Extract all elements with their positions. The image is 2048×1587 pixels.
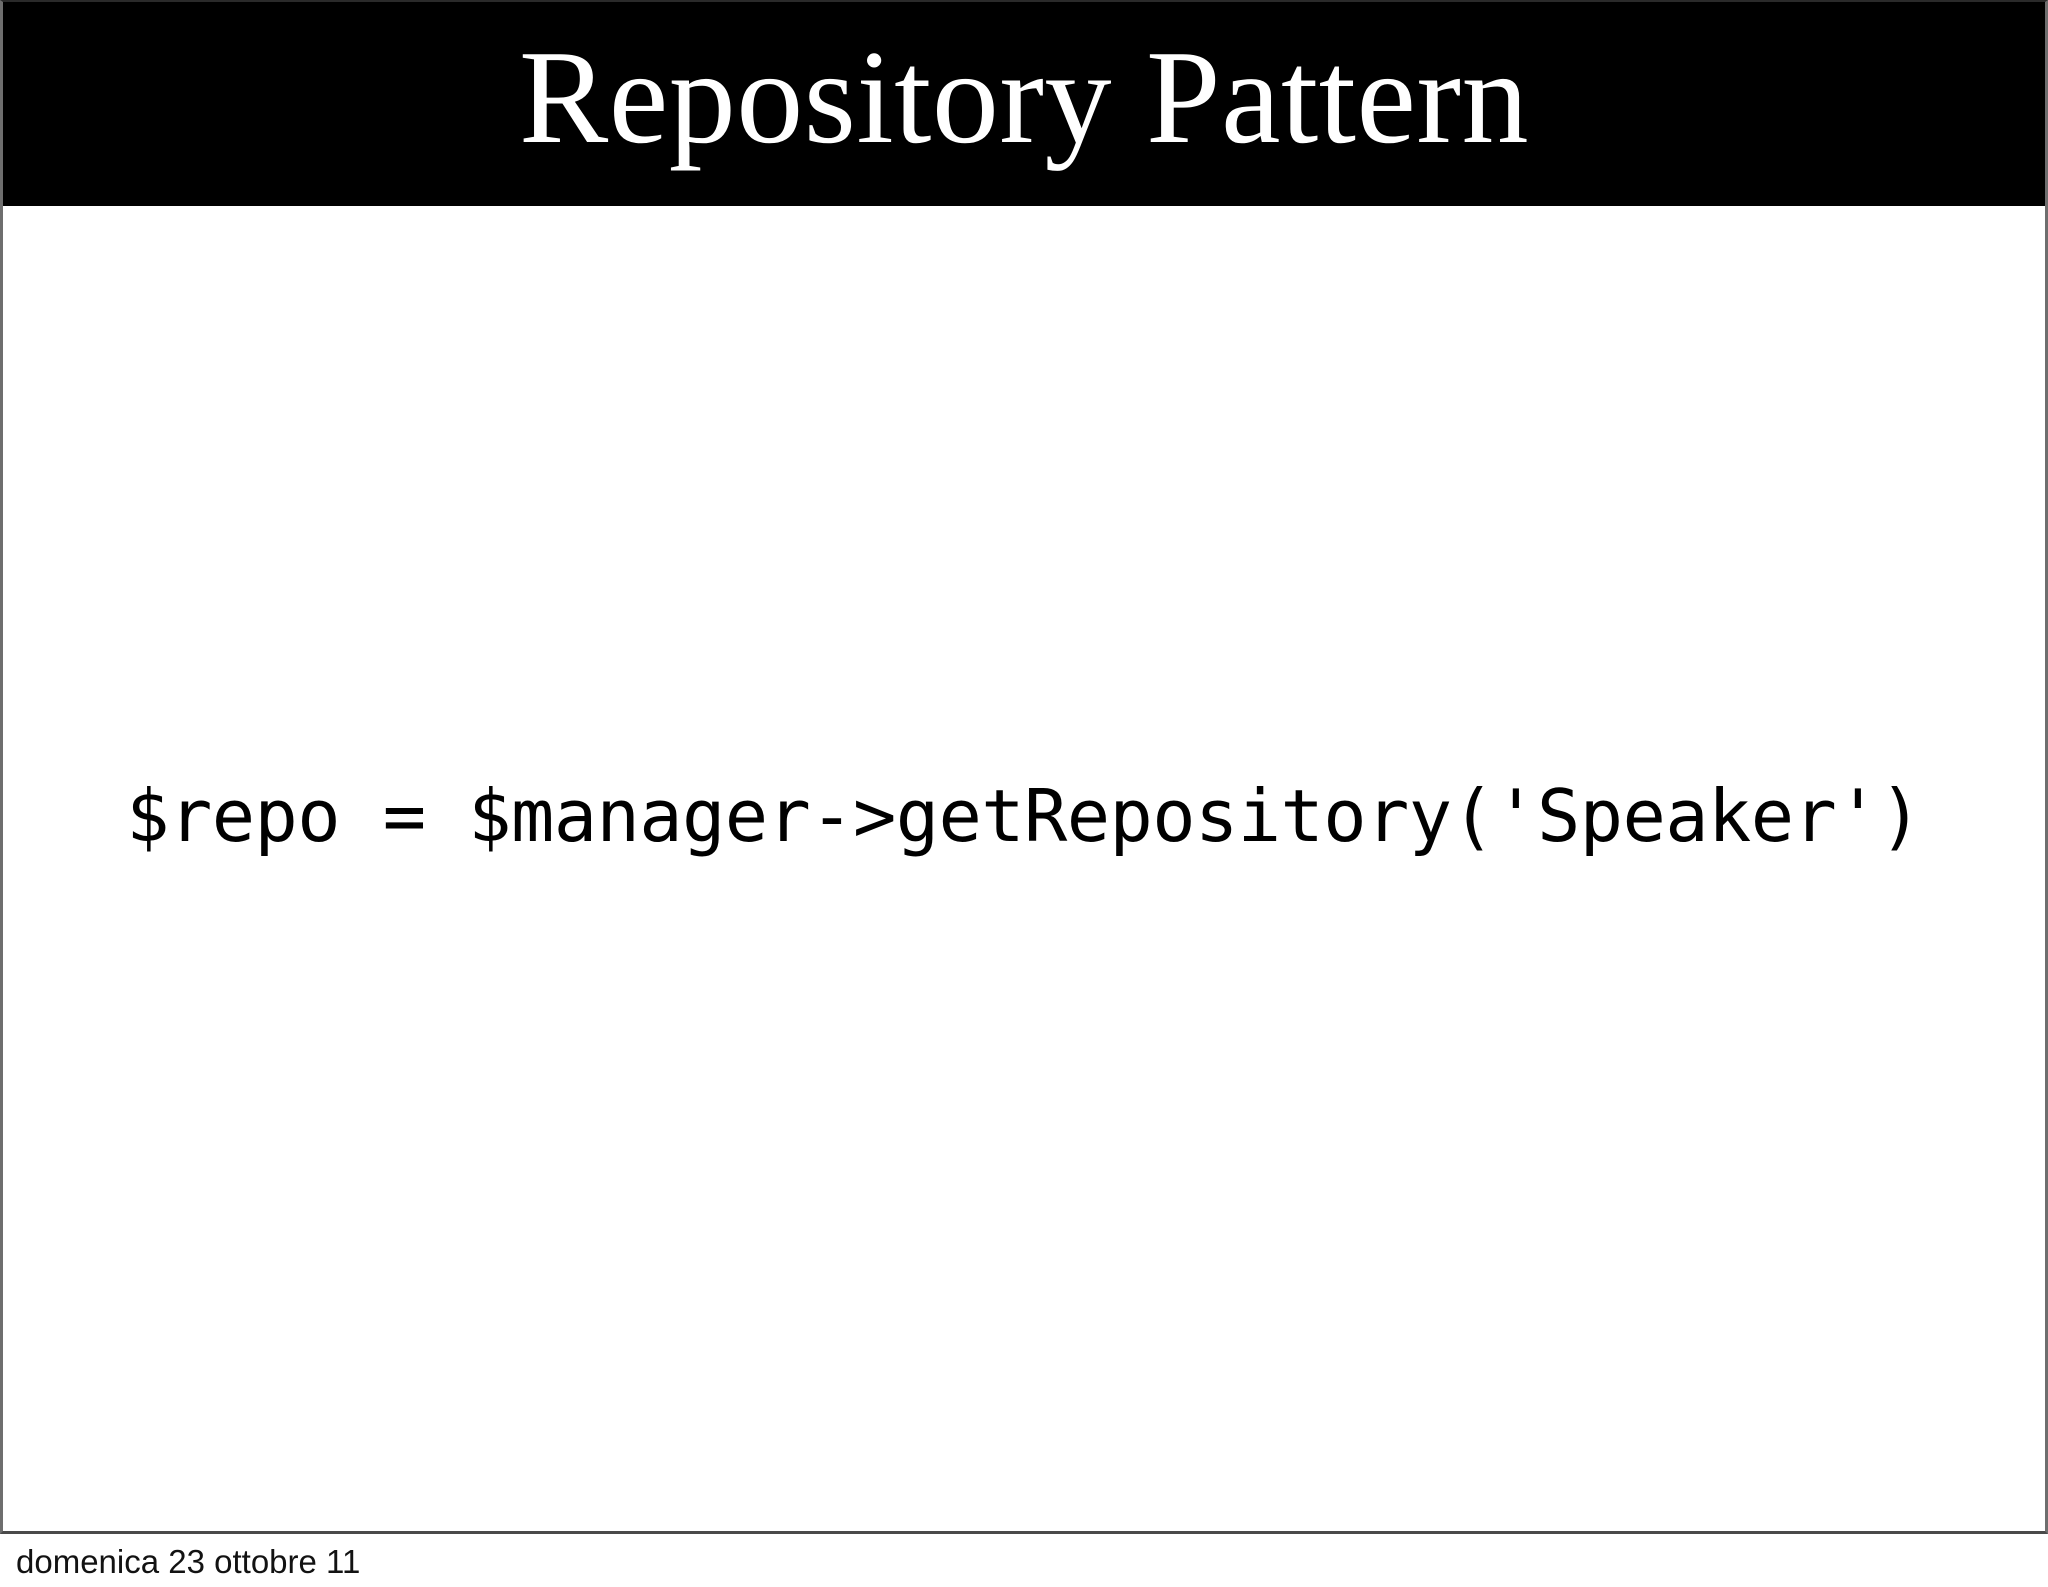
code-snippet-text: $repo = $manager->getRepository('Speaker… xyxy=(126,774,1922,858)
slide-footer: domenica 23 ottobre 11 xyxy=(0,1534,2048,1587)
footer-date-label: domenica 23 ottobre 11 xyxy=(16,1543,361,1580)
slide-body: $repo = $manager->getRepository('Speaker… xyxy=(3,208,2045,1531)
slide-title-banner: Repository Pattern xyxy=(3,2,2045,206)
slide-canvas: Repository Pattern $repo = $manager->get… xyxy=(0,0,2048,1534)
page-title: Repository Pattern xyxy=(518,23,1530,171)
